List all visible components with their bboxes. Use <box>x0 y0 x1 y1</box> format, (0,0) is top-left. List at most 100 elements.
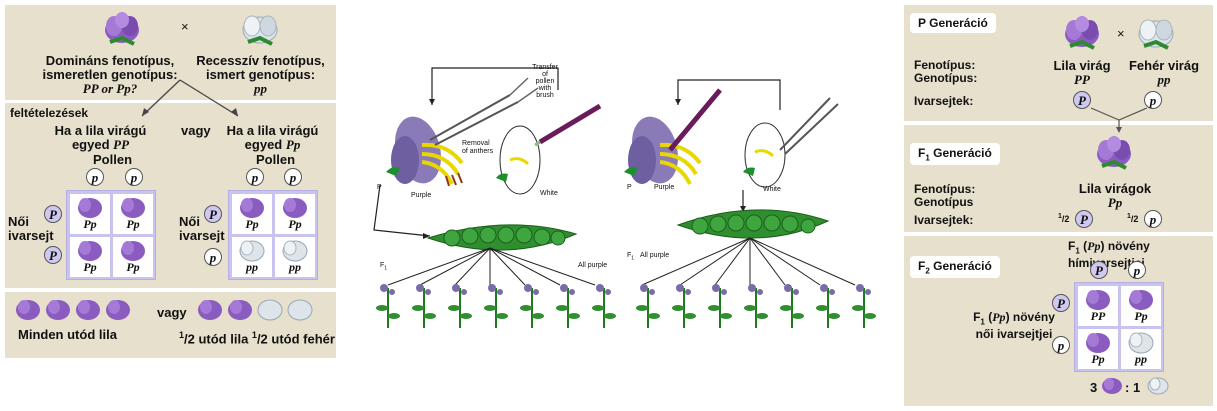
or-label-2: vagy <box>157 305 187 320</box>
fraction-num-b: 1 <box>251 330 257 340</box>
case2-line1: Ha a lila virágú <box>226 123 319 138</box>
genotype-PP: PP <box>1074 72 1090 87</box>
half-num-1: 1 <box>1058 213 1062 220</box>
purple-flower-icon <box>78 198 102 218</box>
removal-line-1: Removal <box>462 140 490 147</box>
female-label-2b: ivarsejt <box>179 228 225 243</box>
f2-cell: Pp <box>1078 329 1118 369</box>
case1-line1: Ha a lila virágú <box>54 123 147 138</box>
half-num-2: 1 <box>1127 213 1131 220</box>
allele-pollen-1b: p <box>125 168 143 186</box>
f2-generation-title: F2 Generáció <box>910 256 1000 279</box>
purple-flower-icon <box>1129 290 1153 310</box>
case2-genotype: Pp <box>285 137 301 152</box>
allele-pollen-2a: p <box>246 168 264 186</box>
purple-label-right: Purple <box>654 184 675 191</box>
purple-flower-icon <box>283 198 307 218</box>
p-generation-title: P Generáció <box>910 13 996 33</box>
white-flower-label: Fehér virág <box>1128 58 1200 73</box>
dominant-label-2: ismeretlen genotípus: <box>42 67 178 82</box>
cross-symbol: × <box>181 19 189 34</box>
p-gamete-P: P <box>1073 91 1091 109</box>
allele-pollen-1a: p <box>86 168 104 186</box>
purple-flower-icon <box>121 198 145 218</box>
recessive-label-2: ismert genotípus: <box>205 67 316 82</box>
f1-plants-right <box>636 284 876 328</box>
gametes-label: Ivarsejtek: <box>914 94 974 108</box>
female-f: F <box>973 310 981 324</box>
dominant-label-1: Domináns fenotípus, <box>45 53 175 68</box>
f2-cell: Pp <box>1121 286 1161 326</box>
f2-title-text: Generáció <box>933 259 992 273</box>
white-flower-icon <box>1138 19 1174 50</box>
grid2-cell: pp <box>232 237 272 277</box>
f2-cell: PP <box>1078 286 1118 326</box>
f2-genotype: Pp <box>1091 352 1105 366</box>
f1-plants-left <box>376 284 616 328</box>
fraction-num-a: 1 <box>179 330 185 340</box>
case1-genotype: PP <box>113 137 130 152</box>
case1-line2: egyed <box>71 137 110 152</box>
white-flower-icon <box>242 15 278 46</box>
transfer-line-1: Transfer <box>532 64 558 71</box>
f1-phenotype-label: Fenotípus: <box>914 182 976 196</box>
genotype-pp: pp <box>1157 72 1171 87</box>
p-label-right: P <box>627 184 632 191</box>
f1-genotype-label: Genotípus <box>914 195 974 209</box>
grid2-cell: pp <box>275 237 315 277</box>
left-top-panel <box>5 5 336 100</box>
assumptions-label: feltételezések <box>10 106 89 120</box>
right-experiment <box>624 79 839 239</box>
p-label-left: P <box>377 184 382 191</box>
purple-flower-label: Lila virág <box>1053 58 1111 73</box>
purple-label-left: Purple <box>411 192 432 199</box>
punnett-grid-2: Pp Pp pp pp <box>228 190 318 280</box>
ratio-colon-1: : 1 <box>1125 380 1141 395</box>
grid1-genotype: Pp <box>126 260 140 274</box>
grid2-genotype: pp <box>289 260 301 274</box>
f1-generation-title: F1 Generáció <box>910 143 1000 166</box>
f1-male-gametes-label: F1 (Pp) növény hímivarsejtjei <box>1068 239 1217 270</box>
offspring-mixed-row <box>198 299 313 321</box>
purple-flower-icon <box>1086 333 1110 353</box>
grid2-genotype: Pp <box>245 217 259 231</box>
result-all-purple: Minden utód lila <box>18 327 117 342</box>
white-flower-icon <box>282 240 308 262</box>
grid1-genotype: Pp <box>83 217 97 231</box>
f2-genotype: PP <box>1090 309 1106 323</box>
f1-generation-panel <box>904 125 1213 232</box>
cross-symbol-right: × <box>1117 26 1125 41</box>
phenotype-label: Fenotípus: <box>914 58 976 72</box>
f1-arrows-right <box>641 237 856 286</box>
branch-arrows <box>141 79 239 117</box>
female-label-1a: Női <box>8 214 29 229</box>
grid2-genotype: pp <box>246 260 258 274</box>
offspring-purple-row <box>16 300 130 320</box>
f2-title-sub: 2 <box>925 266 930 276</box>
transfer-line-2: of <box>542 71 548 78</box>
purple-flower-icon <box>78 241 102 261</box>
f1-sub-left: 1 <box>384 265 388 272</box>
f1-title-sub: 1 <box>925 153 930 163</box>
ratio-3: 3 <box>1090 380 1098 395</box>
f1-genotype-Pp: Pp <box>1107 195 1123 210</box>
result-half-white: /2 utód fehér <box>256 331 335 347</box>
case2-line2: egyed <box>244 137 283 152</box>
transfer-line-5: brush <box>536 92 554 99</box>
f1-gamete-P: P <box>1075 210 1093 228</box>
f1-title-f: F <box>918 146 926 160</box>
or-label-1: vagy <box>181 123 211 138</box>
white-label-left: White <box>540 190 558 197</box>
all-purple-left: All purple <box>578 262 608 269</box>
white-flower-icon <box>239 240 265 262</box>
f1-title-text: Generáció <box>933 146 992 160</box>
allele-pollen-2b: p <box>284 168 302 186</box>
grid1-cell: Pp <box>113 194 153 234</box>
allele-egg-1b: P <box>44 246 62 264</box>
f2-pollen-P: P <box>1090 261 1108 279</box>
all-purple-right: All purple <box>640 252 670 259</box>
female-text: ) növény <box>1005 310 1055 324</box>
f2-pollen-p: p <box>1128 261 1146 279</box>
result-half-purple: /2 utód lila <box>184 331 252 347</box>
left-experiment <box>373 67 602 251</box>
